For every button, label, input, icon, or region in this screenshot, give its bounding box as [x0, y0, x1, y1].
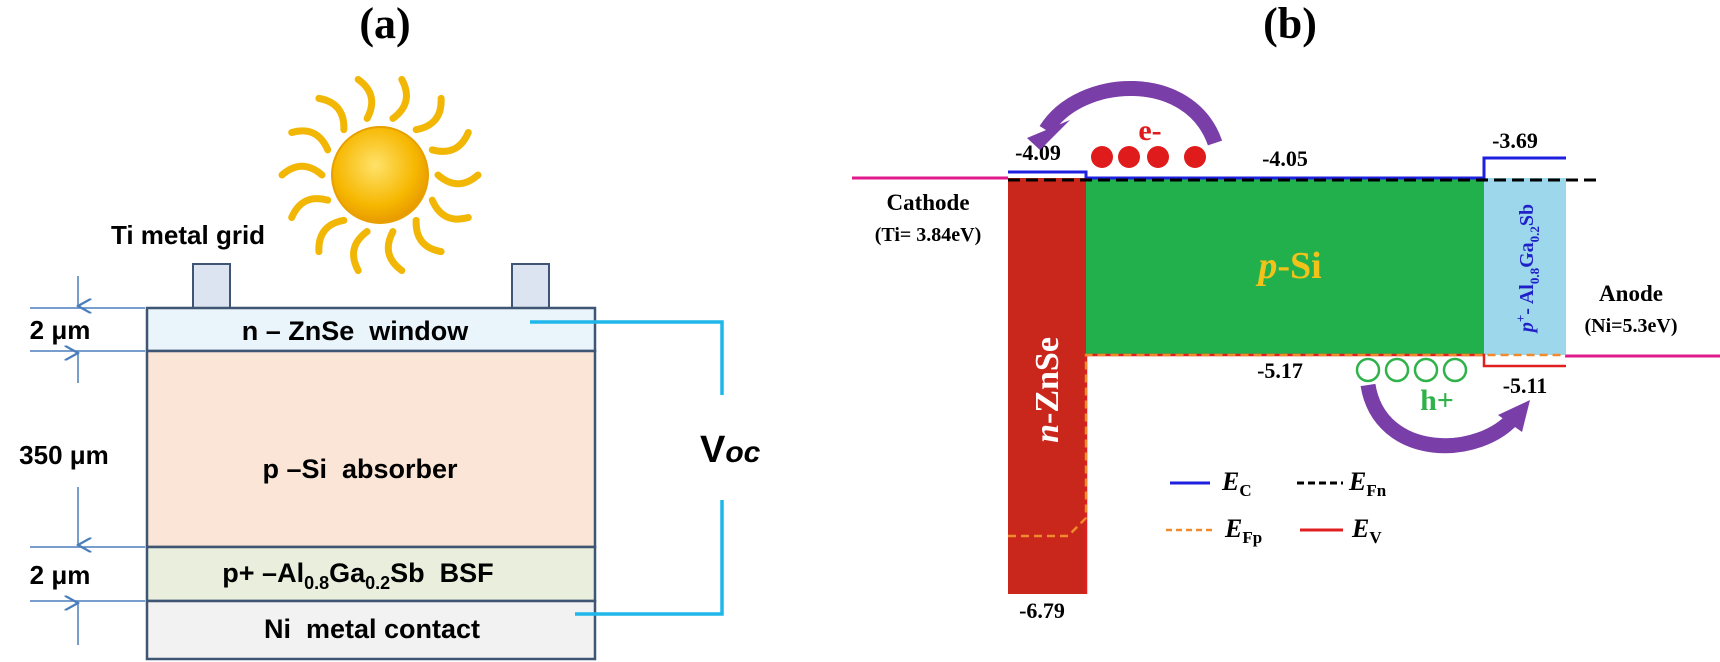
electron-arrowhead — [1027, 120, 1070, 150]
ti-grid-finger-left — [192, 263, 231, 309]
level-bsf-ec: -3.69 — [1492, 128, 1538, 153]
hole-arrow — [1360, 383, 1522, 454]
electron-label: e- — [1138, 114, 1161, 147]
thickness-znse: 2 μm — [30, 315, 91, 345]
sun-ray — [428, 196, 472, 223]
electrons — [1091, 146, 1206, 168]
hole — [1442, 357, 1468, 383]
level-si-ec: -4.05 — [1262, 146, 1308, 171]
sun-ray — [350, 228, 371, 275]
hole-arrowhead — [1498, 400, 1530, 432]
efp-line — [1008, 353, 1566, 538]
voc-label: Voc — [700, 429, 761, 471]
panel-a: (a) Ti metal grid n – ZnSe window p –Si … — [19, 0, 761, 661]
legend-ev-label: EV — [1351, 514, 1382, 547]
cathode-label: Cathode — [886, 190, 969, 215]
hole — [1413, 357, 1439, 383]
sun-ray — [288, 127, 332, 154]
panel-b: (b) n-ZnSe p-Si p+- Al0.8Ga0.2Sb -4.09 -… — [852, 0, 1720, 623]
voc-circuit — [530, 320, 724, 616]
si-label: p-Si — [1255, 245, 1321, 287]
holes — [1355, 357, 1468, 383]
dimension-markers — [30, 276, 145, 645]
panel-a-label: (a) — [359, 0, 410, 48]
ti-grid-finger-right — [511, 263, 550, 309]
sun-icon — [278, 75, 482, 275]
legend-efp-label: EFp — [1224, 514, 1262, 547]
electron — [1147, 146, 1169, 168]
anode-label: Anode — [1599, 281, 1663, 306]
sun-ray — [315, 94, 348, 134]
layer-bsf — [145, 545, 597, 603]
electron — [1184, 146, 1206, 168]
sun-disc — [331, 126, 429, 224]
bsf-label: p+- Al0.8Ga0.2Sb — [1513, 204, 1542, 334]
anode-detail: (Ni=5.3eV) — [1584, 315, 1677, 337]
sun-ray — [434, 171, 482, 188]
sun-ray — [384, 228, 406, 275]
cathode-detail: (Ti= 3.84eV) — [875, 224, 982, 246]
layer-si-label: p –Si absorber — [262, 454, 458, 484]
sun-ray — [354, 75, 376, 122]
legend: EC EFn EFp EV — [1166, 467, 1387, 547]
panel-b-label: (b) — [1263, 0, 1317, 48]
level-si-ev: -5.17 — [1257, 358, 1303, 383]
electron — [1091, 146, 1113, 168]
sun-ray — [288, 195, 332, 222]
znse-region — [1008, 178, 1086, 594]
layer-ni-label: Ni metal contact — [264, 614, 480, 644]
layer-si-absorber — [145, 349, 597, 549]
legend-efn-label: EFn — [1348, 467, 1387, 500]
legend-ec-label: EC — [1221, 467, 1252, 500]
level-bsf-ev: -5.11 — [1503, 373, 1548, 398]
thickness-si: 350 μm — [19, 440, 109, 470]
sun-ray — [428, 128, 472, 155]
electron — [1118, 146, 1140, 168]
sun-ray — [278, 162, 326, 179]
sun-ray — [389, 75, 410, 122]
sun-ray — [412, 216, 445, 256]
sun-ray — [315, 216, 348, 256]
ti-grid-label: Ti metal grid — [111, 220, 265, 250]
level-znse-ev: -6.79 — [1019, 598, 1065, 623]
znse-label: n-ZnSe — [1029, 337, 1066, 443]
layer-znse-label: n – ZnSe window — [242, 316, 470, 346]
hole — [1355, 357, 1381, 383]
bsf-region — [1484, 178, 1566, 355]
layer-bsf-label: p+ –Al0.8Ga0.2Sb BSF — [222, 558, 493, 593]
hole — [1384, 357, 1410, 383]
sun-ray — [412, 94, 445, 134]
si-region — [1086, 178, 1484, 355]
ec-line — [1008, 156, 1566, 180]
layer-znse-window — [145, 306, 597, 353]
electron-arrow — [1039, 81, 1223, 146]
thickness-bsf: 2 μm — [30, 560, 91, 590]
ev-line — [1084, 353, 1566, 594]
layer-ni-contact — [145, 599, 597, 661]
hole-label: h+ — [1420, 384, 1454, 417]
